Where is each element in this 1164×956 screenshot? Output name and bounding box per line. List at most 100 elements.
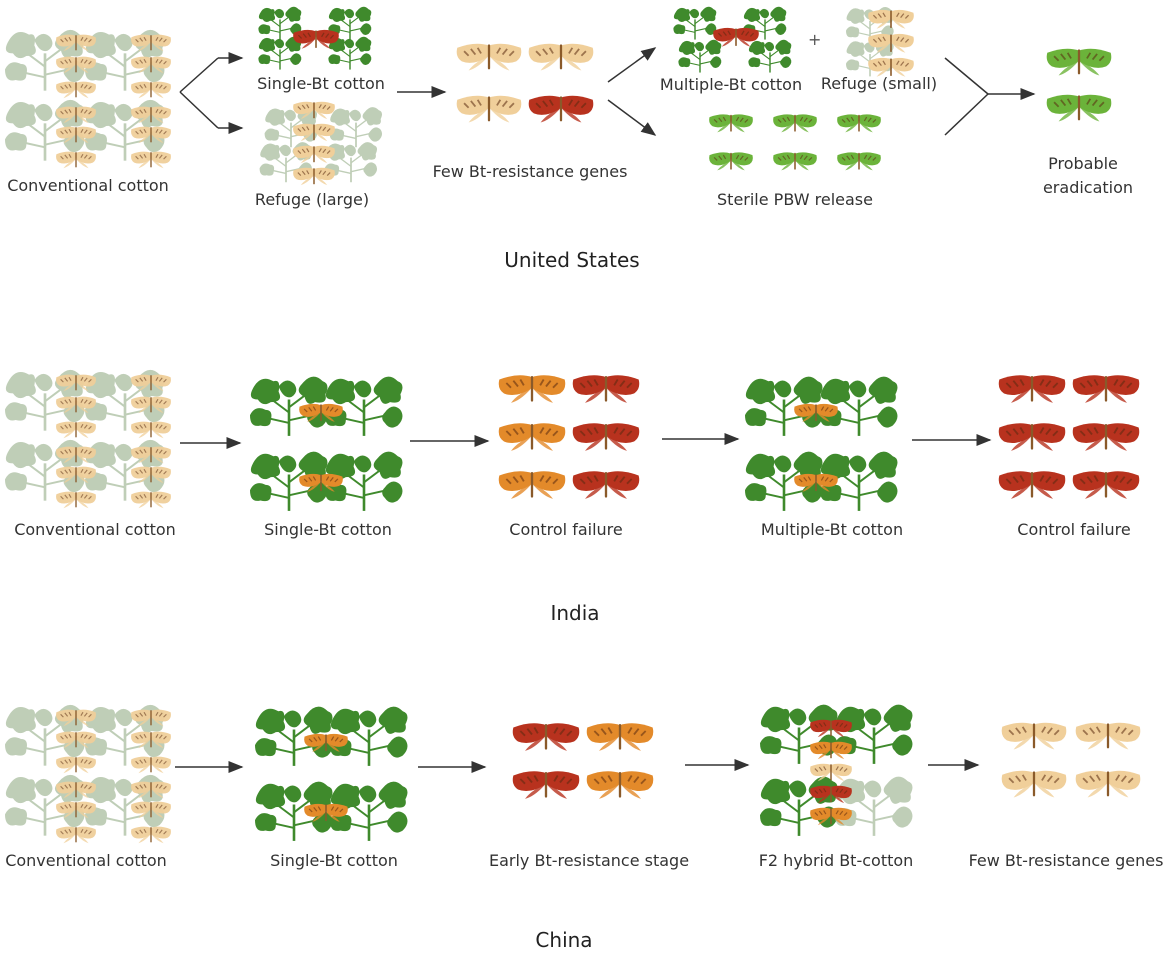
china-step-4-label: F2 hybrid Bt-cotton <box>758 851 914 870</box>
moth-icon <box>1045 93 1113 123</box>
moth-icon <box>1000 769 1068 799</box>
us-sterile-label: Sterile PBW release <box>717 190 873 209</box>
india-step-2-label: Single-Bt cotton <box>264 520 392 539</box>
us-arrow-multiple <box>607 47 657 83</box>
moth-icon <box>292 167 336 186</box>
moth-icon <box>130 826 172 844</box>
moth-icon <box>292 123 336 142</box>
us-arrow-sterile <box>607 99 657 136</box>
cotton-plant-icon <box>328 105 384 149</box>
moth-icon <box>130 81 172 99</box>
moth-icon <box>867 9 915 30</box>
moth-icon <box>809 741 853 760</box>
moth-icon <box>497 422 567 452</box>
india-step-3-label: Control failure <box>509 520 623 539</box>
moth-icon <box>130 466 172 484</box>
moth-icon <box>55 151 97 169</box>
us-merge-up <box>944 57 989 95</box>
china-step-2-label: Single-Bt cotton <box>270 851 398 870</box>
moth-icon <box>772 151 818 172</box>
moth-icon <box>455 42 523 72</box>
moth-icon <box>809 763 853 782</box>
moth-icon <box>571 470 641 500</box>
moth-icon <box>130 446 172 464</box>
moth-icon <box>130 781 172 799</box>
moth-icon <box>130 756 172 774</box>
moth-icon <box>1045 47 1113 77</box>
us-refuge-small-label: Refuge (small) <box>820 74 938 93</box>
cotton-plant-icon <box>672 5 718 41</box>
plus-sign: + <box>808 30 822 49</box>
china-step-5-label: Few Bt-resistance genes <box>968 851 1164 870</box>
moth-icon <box>130 801 172 819</box>
moth-icon <box>527 42 595 72</box>
us-branch-up <box>179 57 219 93</box>
moth-icon <box>571 422 641 452</box>
moth-icon <box>571 374 641 404</box>
moth-icon <box>809 719 853 738</box>
moth-icon <box>1071 422 1141 452</box>
india-step-5-label: Control failure <box>1017 520 1131 539</box>
china-step-1-label: Conventional cotton <box>5 851 167 870</box>
cotton-plant-icon <box>257 35 303 71</box>
moth-icon <box>55 826 97 844</box>
moth-icon <box>292 145 336 164</box>
cotton-plant-icon <box>760 775 838 838</box>
moth-icon <box>55 421 97 439</box>
moth-icon <box>708 151 754 172</box>
india-step-4-label: Multiple-Bt cotton <box>760 520 904 539</box>
moth-icon <box>511 722 581 752</box>
moth-icon <box>497 374 567 404</box>
moth-icon <box>130 106 172 124</box>
moth-icon <box>130 34 172 52</box>
us-merge-down <box>944 93 989 136</box>
us-single-bt-label: Single-Bt cotton <box>257 74 385 93</box>
moth-icon <box>130 151 172 169</box>
moth-icon <box>1074 769 1142 799</box>
us-branch-down <box>179 91 219 129</box>
moth-icon <box>130 421 172 439</box>
moth-icon <box>1071 470 1141 500</box>
moth-icon <box>511 770 581 800</box>
us-few-genes-label: Few Bt-resistance genes <box>432 162 628 181</box>
moth-icon <box>836 151 882 172</box>
moth-icon <box>997 422 1067 452</box>
region-china-title: China <box>535 928 593 952</box>
moth-icon <box>130 731 172 749</box>
moth-icon <box>1074 721 1142 751</box>
moth-icon <box>1000 721 1068 751</box>
moth-icon <box>772 113 818 134</box>
moth-icon <box>585 722 655 752</box>
moth-icon <box>997 470 1067 500</box>
cotton-plant-icon <box>835 775 913 838</box>
moth-icon <box>836 113 882 134</box>
us-conventional-label: Conventional cotton <box>7 176 169 195</box>
india-step-1-label: Conventional cotton <box>14 520 176 539</box>
china-step-3-label: Early Bt-resistance stage <box>488 851 690 870</box>
us-refuge-large-label: Refuge (large) <box>254 190 370 209</box>
moth-icon <box>997 374 1067 404</box>
moth-icon <box>130 491 172 509</box>
region-us-title: United States <box>504 248 640 272</box>
cotton-plant-icon <box>747 38 793 74</box>
moth-icon <box>585 770 655 800</box>
moth-icon <box>55 756 97 774</box>
moth-icon <box>130 396 172 414</box>
moth-icon <box>1071 374 1141 404</box>
moth-icon <box>130 56 172 74</box>
moth-icon <box>130 709 172 727</box>
moth-icon <box>55 81 97 99</box>
us-eradication-label-2: eradication <box>1042 178 1134 197</box>
moth-icon <box>130 374 172 392</box>
us-multiple-bt-label: Multiple-Bt cotton <box>659 75 803 94</box>
moth-icon <box>708 113 754 134</box>
moth-icon <box>455 94 523 124</box>
cotton-plant-icon <box>677 38 723 74</box>
moth-icon <box>867 33 915 54</box>
region-india-title: India <box>550 601 600 625</box>
moth-icon <box>527 94 595 124</box>
us-eradication-label-1: Probable <box>1048 154 1118 173</box>
moth-icon <box>497 470 567 500</box>
